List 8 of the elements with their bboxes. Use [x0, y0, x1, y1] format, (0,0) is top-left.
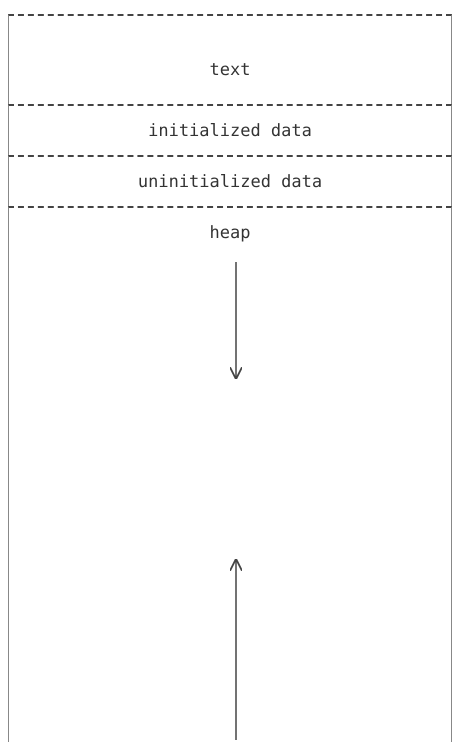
memory-segment — [8, 14, 452, 104]
segment-label: uninitialized data — [136, 172, 324, 192]
memory-segment — [8, 206, 452, 742]
segment-label: heap — [208, 223, 252, 243]
segment-label: text — [208, 60, 252, 80]
memory-segment — [8, 155, 452, 206]
segment-label: initialized data — [147, 121, 313, 141]
memory-segment — [8, 104, 452, 155]
